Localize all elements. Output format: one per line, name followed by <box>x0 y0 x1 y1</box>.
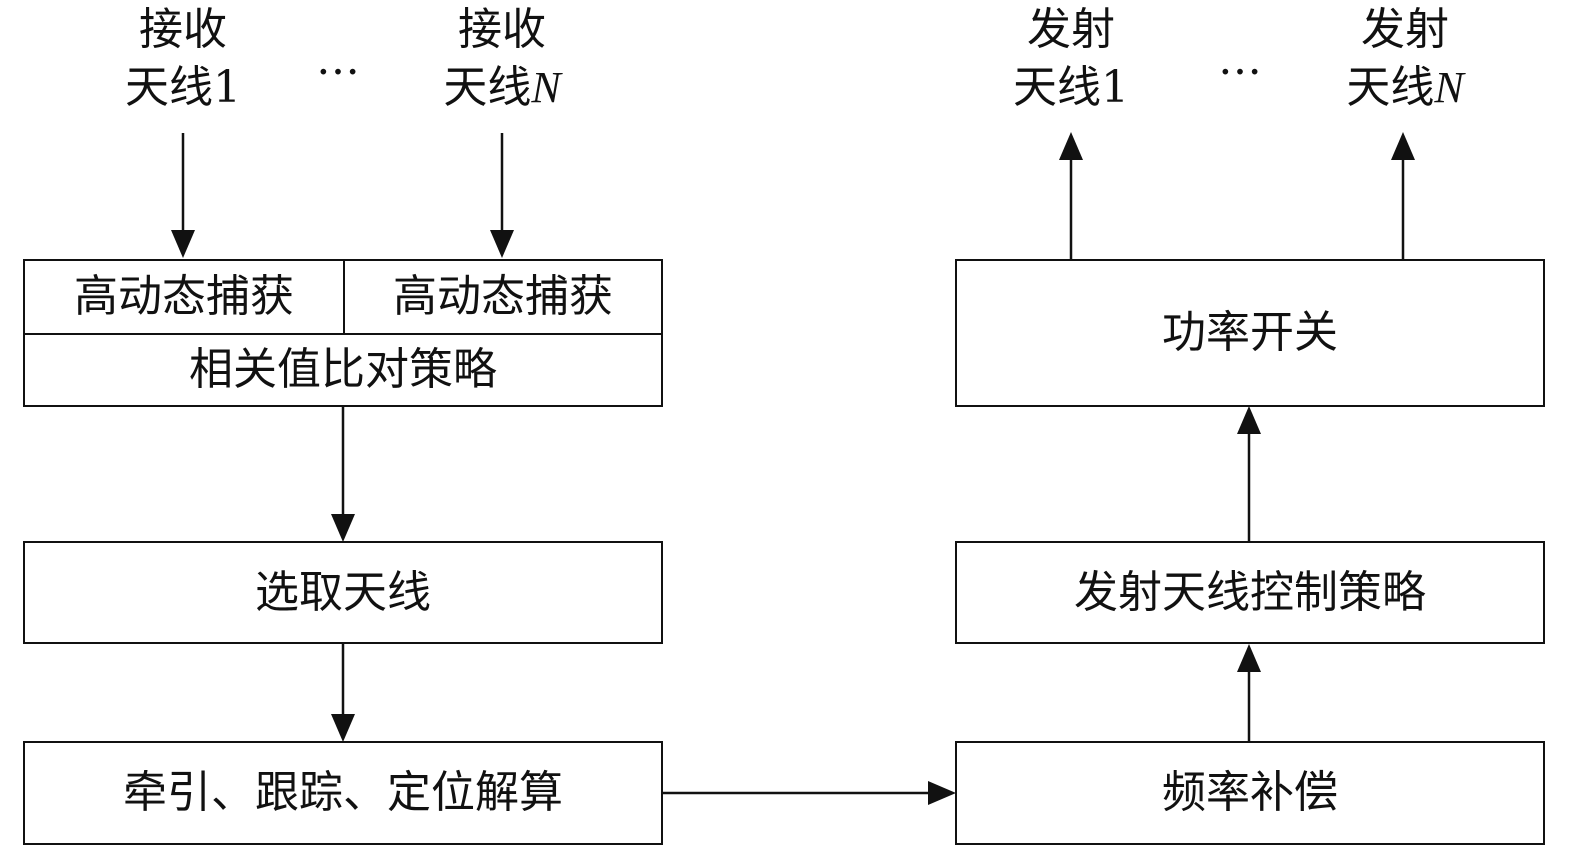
tx-antenna-1-label: 发射 天线1 <box>1013 8 1129 110</box>
rx-antenna-n-line1: 接收 <box>457 4 546 55</box>
rx-antenna-1-text: 天线 <box>125 62 213 113</box>
rx-antenna-1-line1: 接收 <box>139 4 227 55</box>
tx-control-strategy-box: 发射天线控制策略 <box>955 541 1545 644</box>
arrowhead-tx1 <box>1059 132 1083 160</box>
arrowhead-rxn <box>490 230 514 258</box>
capture-cell-2: 高动态捕获 <box>345 261 661 333</box>
correlation-cell: 相关值比对策略 <box>25 335 661 405</box>
tx-antenna-n-label: 发射 天线N <box>1346 8 1463 110</box>
rx-antenna-1-index: 1 <box>213 62 241 113</box>
rx-antenna-n-line2: 天线N <box>443 66 560 110</box>
rx-antenna-1-line2: 天线1 <box>125 66 241 110</box>
capture-1-label: 高动态捕获 <box>74 271 294 322</box>
tx-antenna-n-line1: 发射 <box>1360 4 1449 55</box>
tx-ellipsis: … <box>1218 34 1262 85</box>
tx-control-strategy-label: 发射天线控制策略 <box>1074 566 1426 618</box>
rx-ellipsis: … <box>316 34 360 85</box>
frequency-compensation-label: 频率补偿 <box>1162 767 1338 818</box>
power-switch-label: 功率开关 <box>1162 307 1338 358</box>
arrowhead-select <box>331 514 355 542</box>
rx-antenna-n-index: N <box>531 63 561 112</box>
positioning-label: 牵引、跟踪、定位解算 <box>123 767 563 818</box>
tx-antenna-1-text: 天线 <box>1013 62 1101 113</box>
rx-antenna-1-label: 接收 天线1 <box>125 8 241 110</box>
tx-antenna-1-index: 1 <box>1101 62 1129 113</box>
arrowhead-txcontrol <box>1237 644 1261 672</box>
select-antenna-box: 选取天线 <box>23 541 663 644</box>
arrowhead-rx1 <box>171 230 195 258</box>
capture-divider-vertical <box>343 261 345 333</box>
rx-antenna-n-label: 接收 天线N <box>443 8 560 110</box>
correlation-strategy-label: 相关值比对策略 <box>189 344 497 395</box>
tx-antenna-n-line2: 天线N <box>1346 66 1463 110</box>
frequency-compensation-box: 频率补偿 <box>955 741 1545 845</box>
arrowhead-positioning <box>331 714 355 742</box>
tx-antenna-n-text: 天线 <box>1346 62 1435 113</box>
tx-antenna-1-line2: 天线1 <box>1013 66 1129 110</box>
arrowhead-frequency <box>928 781 956 805</box>
capture-cell-1: 高动态捕获 <box>25 261 343 333</box>
rx-antenna-n-text: 天线 <box>443 62 532 113</box>
capture-divider-horizontal <box>25 333 661 335</box>
capture-2-label: 高动态捕获 <box>393 271 613 322</box>
select-antenna-label: 选取天线 <box>255 566 431 618</box>
tx-antenna-n-index: N <box>1434 63 1464 112</box>
arrowhead-txn <box>1391 132 1415 160</box>
positioning-box: 牵引、跟踪、定位解算 <box>23 741 663 845</box>
tx-antenna-1-line1: 发射 <box>1027 4 1115 55</box>
power-switch-box: 功率开关 <box>955 259 1545 407</box>
capture-block: 高动态捕获 高动态捕获 相关值比对策略 <box>23 259 663 407</box>
arrowhead-power <box>1237 406 1261 434</box>
